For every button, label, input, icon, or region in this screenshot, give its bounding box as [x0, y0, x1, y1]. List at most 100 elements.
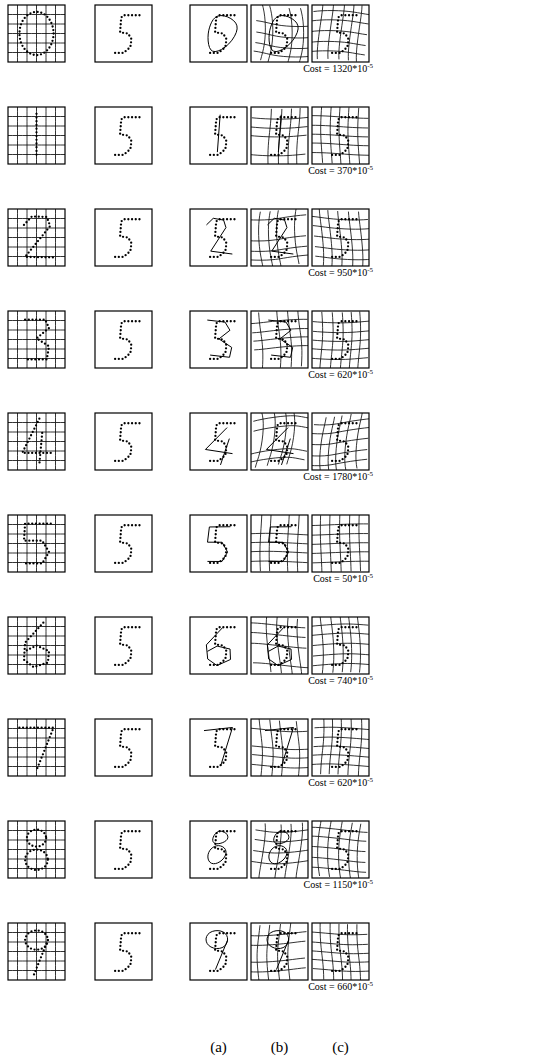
data-dot [40, 956, 42, 958]
data-dot [213, 256, 215, 258]
panel [95, 5, 152, 62]
data-dot [345, 544, 347, 546]
data-dot [22, 726, 24, 728]
data-dot [118, 562, 120, 564]
data-dot [337, 325, 339, 327]
data-dot [124, 560, 126, 562]
data-dot [120, 23, 122, 25]
data-dot [41, 931, 43, 933]
data-dot [35, 128, 37, 130]
data-dot [35, 124, 37, 126]
data-dot [131, 524, 133, 526]
data-dot [35, 142, 37, 144]
data-dot [123, 932, 125, 934]
warped-grid [287, 311, 291, 367]
data-dot [219, 152, 221, 154]
data-dot [130, 551, 132, 553]
data-dot [131, 218, 133, 220]
deformed-spline [207, 320, 231, 357]
data-dot [276, 121, 278, 123]
data-dot [285, 147, 287, 149]
data-dot [209, 664, 211, 666]
data-dot [118, 52, 120, 54]
data-dot [128, 442, 130, 444]
data-dot [26, 726, 28, 728]
panel [251, 4, 313, 65]
data-dot [124, 764, 126, 766]
data-dot [32, 540, 34, 542]
data-dot [129, 45, 131, 47]
panel-frame [251, 5, 308, 62]
data-dot [30, 358, 32, 360]
data-dot [127, 320, 129, 322]
data-dot [23, 530, 25, 532]
data-dot [43, 750, 45, 752]
panel [249, 616, 309, 676]
data-dot [127, 252, 129, 254]
grid-line [8, 349, 65, 350]
panel-frame [95, 719, 152, 776]
deformed-spline [274, 831, 289, 844]
data-dot [120, 733, 122, 735]
data-dot [270, 358, 272, 360]
data-dot [209, 562, 211, 564]
panel [309, 819, 369, 880]
warped-grid [349, 823, 353, 878]
data-dot [130, 140, 132, 142]
data-dot [347, 650, 349, 652]
data-dot [50, 22, 52, 24]
data-dot [26, 256, 28, 258]
data-dot [25, 641, 27, 643]
data-dot [222, 524, 224, 526]
data-dot [337, 941, 339, 943]
data-dot [130, 347, 132, 349]
data-dot [42, 843, 44, 845]
data-dot [130, 755, 132, 757]
data-dot [223, 136, 225, 138]
data-dot [283, 524, 285, 526]
data-dot [345, 850, 347, 852]
warped-grid [359, 212, 363, 266]
grid-line [8, 645, 65, 646]
warped-grid [253, 663, 308, 668]
data-dot [123, 830, 125, 832]
data-dot [344, 864, 346, 866]
data-dot [27, 638, 29, 640]
data-dot [348, 14, 350, 16]
data-dot [121, 424, 123, 426]
data-dot [345, 34, 347, 36]
data-dot [42, 234, 44, 236]
data-dot [30, 830, 32, 832]
data-dot [119, 439, 121, 441]
data-dot [29, 12, 31, 14]
data-dot [126, 440, 128, 442]
grid-line [46, 107, 47, 164]
data-dot [338, 730, 340, 732]
data-dot [352, 932, 354, 934]
panel [190, 107, 247, 164]
data-dot [35, 522, 37, 524]
data-dot [226, 422, 228, 424]
data-dot [275, 133, 277, 135]
data-dot [341, 458, 343, 460]
warped-grid [338, 719, 341, 774]
data-dot [130, 653, 132, 655]
data-dot [122, 644, 124, 646]
data-dot [217, 236, 219, 238]
data-dot [42, 541, 44, 543]
data-dot [118, 868, 120, 870]
deformed-spline [276, 940, 288, 970]
data-dot [347, 752, 349, 754]
data-dot [336, 843, 338, 845]
data-dot [47, 345, 49, 347]
data-dot [215, 125, 217, 127]
warped-grid [297, 515, 299, 572]
panel [8, 209, 65, 266]
warped-grid [312, 552, 369, 554]
data-dot [225, 242, 227, 244]
data-dot [121, 118, 123, 120]
data-dot [219, 866, 221, 868]
data-dot [114, 970, 116, 972]
data-dot [31, 522, 33, 524]
data-dot [135, 218, 137, 220]
